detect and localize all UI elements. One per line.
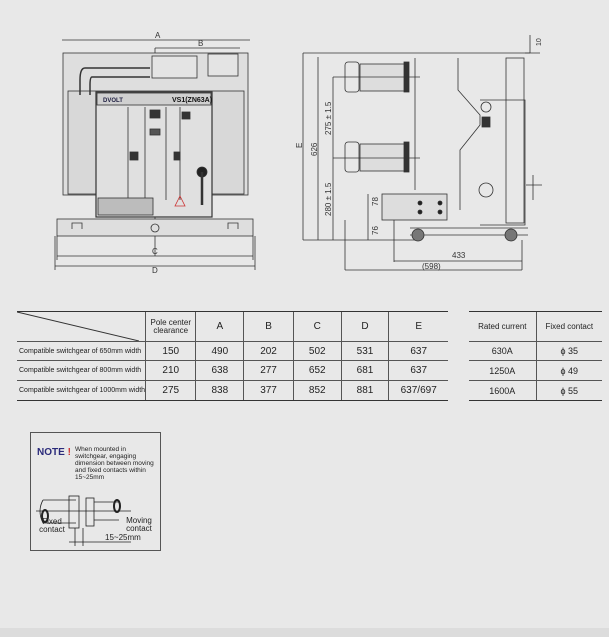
cell: 150 xyxy=(145,341,196,361)
contact-engagement-diagram xyxy=(36,495,131,546)
brand-logo: DVOLT xyxy=(103,98,123,104)
cell: 490 xyxy=(195,341,244,361)
header-rated-current: Rated current xyxy=(469,311,537,342)
header-fixed-contact: Fixed contact xyxy=(535,311,602,342)
lower-insulator xyxy=(359,143,409,172)
cell: ϕ 35 xyxy=(535,341,602,361)
cell: 637/697 xyxy=(388,380,448,401)
cell: 630A xyxy=(469,341,537,361)
note-text: When mounted in switchgear, engaging dim… xyxy=(75,446,154,481)
dim-626: 626 xyxy=(310,142,319,156)
cell: 377 xyxy=(243,380,294,401)
cell: 681 xyxy=(340,360,389,381)
row-label: Compatible switchgear of 1000mm width xyxy=(17,380,146,401)
table-row: 630A ϕ 35 xyxy=(469,341,602,361)
cell: 838 xyxy=(195,380,244,401)
dimension-table: Pole center clearance A B C D E Compatib… xyxy=(17,311,448,401)
cell: 531 xyxy=(340,341,389,361)
cell: ϕ 49 xyxy=(535,360,602,381)
header-a: A xyxy=(195,311,244,342)
row-label: Compatible switchgear of 650mm width xyxy=(17,341,146,361)
dim-10: 10 xyxy=(536,38,543,46)
bracket xyxy=(381,193,448,221)
moving-contact-label: Moving contact xyxy=(126,516,152,533)
table-row: 1250A ϕ 49 xyxy=(469,360,602,381)
dim-78: 78 xyxy=(371,197,380,206)
dim-280: 280 ± 1.5 xyxy=(324,182,333,216)
rear-wheel xyxy=(504,228,518,242)
label-c: C xyxy=(152,247,158,256)
cell: 1250A xyxy=(469,360,537,381)
upper-insulator xyxy=(359,63,409,92)
header-pole-clearance: Pole center clearance xyxy=(145,311,196,342)
label-a: A xyxy=(155,31,161,40)
cell: 210 xyxy=(145,360,196,381)
model-label: VS1(ZN63A) xyxy=(172,97,212,104)
cell: ϕ 55 xyxy=(535,380,602,401)
engagement-range-label: 15~25mm xyxy=(105,533,141,542)
cell: 275 xyxy=(145,380,196,401)
warning-icon xyxy=(174,195,186,207)
dim-275: 275 ± 1.5 xyxy=(324,101,333,135)
cell: 638 xyxy=(195,360,244,381)
front-view-drawing: A B DVOLT VS1(ZN63A) C D xyxy=(54,31,256,275)
corner-cell xyxy=(17,311,146,342)
label-b: B xyxy=(198,39,203,48)
truck-base xyxy=(56,218,254,237)
cell: 1600A xyxy=(469,380,537,401)
table-header-row: Pole center clearance A B C D E xyxy=(17,311,448,342)
header-e: E xyxy=(388,311,448,342)
cell: 881 xyxy=(340,380,389,401)
table-row: Compatible switchgear of 1000mm width 27… xyxy=(17,380,448,401)
note-title: NOTE ! xyxy=(37,447,71,458)
label-e: E xyxy=(295,143,304,148)
cell: 637 xyxy=(388,360,448,381)
table-row: Compatible switchgear of 650mm width 150… xyxy=(17,341,448,361)
dim-598: (598) xyxy=(422,262,441,271)
row-label: Compatible switchgear of 800mm width xyxy=(17,360,146,381)
bottom-strip xyxy=(0,628,609,637)
label-d: D xyxy=(152,266,158,275)
contact-table: Rated current Fixed contact 630A ϕ 35 12… xyxy=(469,311,602,401)
cell: 852 xyxy=(292,380,342,401)
header-c: C xyxy=(292,311,342,342)
table-row: 1600A ϕ 55 xyxy=(469,380,602,401)
table-header-row: Rated current Fixed contact xyxy=(469,311,602,342)
cell: 202 xyxy=(243,341,294,361)
cell: 277 xyxy=(243,360,294,381)
header-d: D xyxy=(340,311,389,342)
header-b: B xyxy=(243,311,294,342)
cell: 652 xyxy=(292,360,342,381)
front-wheel xyxy=(411,228,425,242)
dim-433: 433 xyxy=(452,251,466,260)
dim-76: 76 xyxy=(371,226,380,235)
table-row: Compatible switchgear of 800mm width 210… xyxy=(17,360,448,381)
cell: 502 xyxy=(292,341,342,361)
side-view-drawing: E 626 275 ± 1.5 280 ± 1.5 78 76 10 433 (… xyxy=(295,35,543,271)
note-box: NOTE ! When mounted in switchgear, engag… xyxy=(30,432,161,551)
cell: 637 xyxy=(388,341,448,361)
fixed-contact-label: Fixed contact xyxy=(39,517,65,534)
